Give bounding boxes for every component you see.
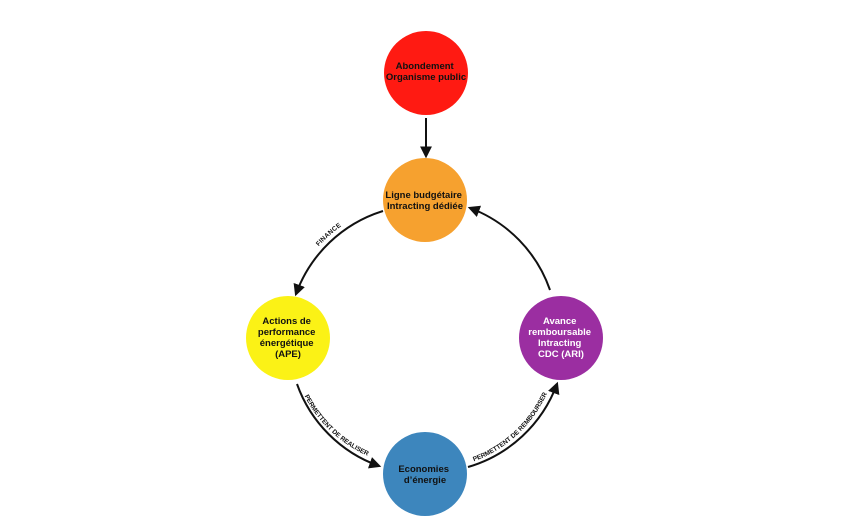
node-actions-ape-line-3: énergétique [260, 338, 314, 349]
node-avance-ari-line-2: remboursable [528, 327, 591, 338]
node-economies-circle [383, 432, 467, 516]
arrow-avance-to-ligne [467, 205, 551, 291]
arrow-economies-to-avance [467, 381, 560, 468]
node-actions-ape: Actions de performance énergétique (APE) [246, 296, 330, 380]
node-economies: Economies d’énergie [383, 432, 467, 516]
node-actions-ape-line-2: performance [258, 327, 316, 338]
node-actions-ape-line-4: (APE) [275, 349, 301, 360]
edge-label-permettent-rembourser: PERMETTENT DE REMBOURSER [472, 391, 549, 463]
node-abondement-label: Abondement Organisme public [386, 61, 466, 83]
node-abondement-circle [384, 31, 468, 115]
arrow-ligne-to-actions [293, 210, 384, 297]
node-avance-ari-line-4: CDC (ARI) [538, 349, 584, 360]
edge-label-permettent-realiser-text: PERMETTENT DE REALISER [303, 394, 370, 458]
arrow-actions-to-economies [296, 383, 382, 469]
node-economies-line-1: Economies [398, 464, 449, 475]
edge-label-permettent-rembourser-text: PERMETTENT DE REMBOURSER [472, 391, 549, 463]
node-ligne-budgetaire-label: Ligne budgétaire Intracting dédiée [385, 190, 464, 212]
node-actions-ape-line-1: Actions de [262, 316, 311, 327]
node-economies-label: Economies d’énergie [398, 464, 451, 486]
edge-label-permettent-realiser: PERMETTENT DE REALISER [303, 394, 370, 458]
node-ligne-budgetaire-line-1: Ligne budgétaire [385, 190, 462, 201]
node-abondement-line-2: Organisme public [386, 72, 466, 83]
node-avance-ari-label: Avance remboursable Intracting CDC (ARI) [528, 316, 593, 360]
node-ligne-budgetaire: Ligne budgétaire Intracting dédiée [383, 158, 467, 242]
node-actions-ape-label: Actions de performance énergétique (APE) [258, 316, 318, 360]
node-actions-ape-circle [246, 296, 330, 380]
node-economies-line-2: d’énergie [404, 475, 446, 486]
node-abondement-line-1: Abondement [396, 61, 455, 72]
node-avance-ari: Avance remboursable Intracting CDC (ARI) [519, 296, 603, 380]
node-ligne-budgetaire-circle [383, 158, 467, 242]
node-avance-ari-line-3: Intracting [538, 338, 581, 349]
node-avance-ari-line-1: Avance [543, 316, 576, 327]
node-avance-ari-circle [519, 296, 603, 380]
node-ligne-budgetaire-line-2: Intracting dédiée [387, 201, 463, 212]
node-abondement: Abondement Organisme public [384, 31, 468, 115]
